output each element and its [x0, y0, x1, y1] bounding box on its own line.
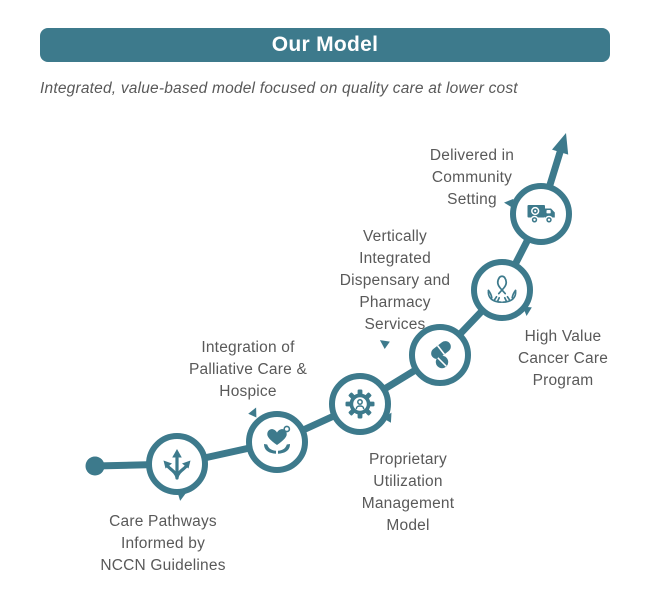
- ribbon-in-hands-icon: [487, 275, 517, 304]
- step-circle-utilization-management: [329, 373, 391, 435]
- pills-icon: [431, 341, 451, 369]
- step-label-cancer-care: High Value Cancer Care Program: [517, 328, 609, 389]
- pointer-triangle: [504, 198, 514, 208]
- title-banner: Our Model: [40, 28, 610, 62]
- step-label-care-pathways: Care Pathways Informed by NCCN Guideline…: [100, 513, 226, 574]
- page-title: Our Model: [271, 33, 379, 56]
- branching-arrows-icon: [163, 449, 191, 480]
- start-dot: [85, 456, 105, 476]
- delivery-truck-icon: [527, 205, 555, 224]
- pointer-triangle: [522, 306, 532, 316]
- pointer-triangle: [248, 407, 257, 418]
- up-right-arrow-icon: [552, 133, 569, 155]
- step-circle-dispensary-pharmacy: [409, 324, 471, 386]
- step-circle-community-delivery: [510, 183, 572, 245]
- step-label-utilization-management: Proprietary Utilization Management Model: [361, 451, 455, 534]
- step-label-dispensary-pharmacy: Vertically Integrated Dispensary and Pha…: [339, 228, 451, 333]
- step-circle-palliative-care: [246, 411, 308, 473]
- pointer-triangle: [383, 412, 392, 423]
- step-label-palliative-care: Integration of Palliative Care & Hospice: [189, 339, 307, 400]
- step-label-community-delivery: Delivered in Community Setting: [429, 147, 515, 208]
- heart-in-hands-icon: [264, 425, 291, 454]
- step-circle-care-pathways: [146, 433, 208, 495]
- step-circle-cancer-care: [471, 259, 533, 321]
- person-gear-icon: [345, 389, 375, 419]
- slide-subtitle: Integrated, value-based model focused on…: [40, 80, 518, 97]
- pointer-triangle: [177, 491, 187, 501]
- pointer-triangle: [379, 340, 390, 349]
